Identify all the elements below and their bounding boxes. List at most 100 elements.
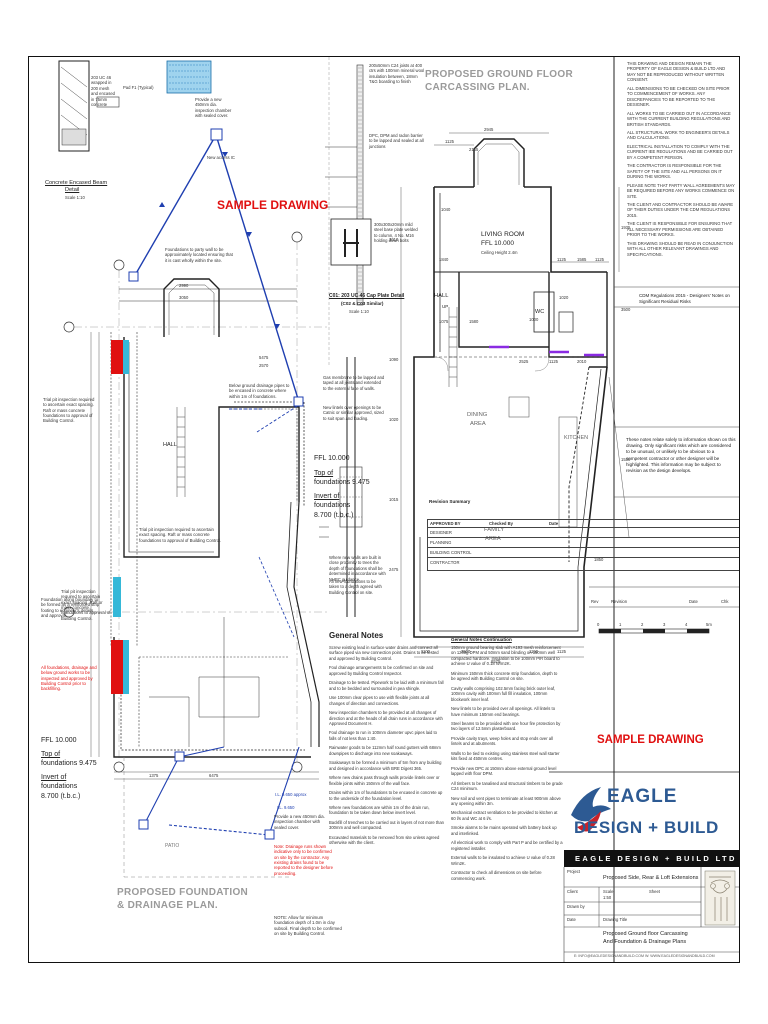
fp-dim-1040: 1040 [441,207,451,212]
invert-label-2b: foundations [41,783,78,790]
note-item: Use 100mm clear pipes to use with flexib… [329,695,430,706]
fp-dim-1150: 1150 [529,649,539,654]
wc-label: WC [535,309,545,315]
rev-header-approved: APPROVED BY [430,521,461,526]
tof-label-1: Top of [314,470,334,477]
note-manhole: Provide a new 450mm dia. inspection cham… [274,814,325,830]
sheet-label: Sheet [649,889,660,894]
note-item: Foul drainage to run in 100mm diameter u… [329,730,438,741]
rev-footer-date: Date [689,599,698,604]
title-footer: E: INFO@EAGLEDESIGNANDBUILD.COM W: WWW.E… [574,954,715,958]
joist-note: 200x50mm C24 joists at 400 ctrs with 100… [369,63,425,85]
dim-1375: 1375 [149,773,159,778]
beam-detail-caption: Concrete Encased Beam [45,180,108,186]
drawing-sheet: 203 UC 46 wrapped in 200 mesh and encase… [28,56,740,963]
dining-label-b: AREA [470,421,486,427]
note-item: Soakaways to be formed a minimum of 5m f… [329,760,442,771]
rev-row-contractor: CONTRACTOR [430,560,460,565]
fp-dim-1015: 1015 [389,497,399,502]
fp-dim-1125: 1125 [445,139,455,144]
note-foundations: Trial pit inspection required to ascerta… [43,397,95,424]
access-note: Provide a new 450mm dia. inspection cham… [195,97,232,119]
drawn-label: Drawn by [567,904,585,909]
pad-label: Pad F1 (Typical) [123,85,154,90]
note-item: External walls to be insulated to achiev… [451,855,555,866]
fp-dim-3010: 3010 [389,237,399,242]
fp-dim-1935: 1935 [621,225,631,230]
fp-dim-2475: 2475 [389,567,399,572]
note-item: Smoke alarms to be mains operated with b… [451,825,557,836]
scale-value: 1:50 [603,895,612,900]
fp-dim-1100: 1100 [421,649,431,654]
legal-note: ALL WORKS TO BE CARRIED OUT IN ACCORDANC… [627,110,731,127]
scale-tick-3: 3 [663,622,666,627]
note-item: Where new drains pass through walls prov… [329,775,440,786]
note-pads-long: Trial pit inspection required to ascerta… [139,527,222,543]
note-item: New soil and vent pipes to terminate at … [451,795,561,806]
grid-marker-2 [291,231,303,243]
drawing-linework [58,57,739,962]
note-item: Where new foundations are within 1m of t… [329,804,430,816]
il-label-2: I.L. 9.650 [277,805,295,810]
drainage-runs [133,134,300,836]
scale-tick-4: 4 [685,622,688,627]
legal-note: THE CLIENT IS RESPONSIBLE FOR ENSURING T… [627,221,733,238]
fp-dim-2945: 2945 [484,127,494,132]
beam-detail-scale: Scale 1:10 [65,195,85,200]
red-note-left: All foundations, drainage and below grou… [41,665,97,692]
revision-table [427,519,739,571]
note-pads-alt: Trial pit inspection required to ascerta… [61,589,111,621]
note-footing: Foundation along boundary to be formed a… [41,597,100,619]
new-access-label: New access IC [207,155,235,160]
up-label: UP [442,304,449,309]
lintel-note: New lintels over openings to be Catnic o… [323,405,384,421]
tof-label-2b: foundations 9.475 [41,760,97,767]
note-item: Provide new DPC at 150mm above external … [451,765,557,777]
note-item: New lintels to be provided over all open… [451,706,556,717]
tof-label-2: Top of [41,751,61,758]
fp-dim-2525: 2525 [519,359,529,364]
note-item: Provide cavity trays, weep holes and sto… [451,735,553,747]
note-item: Contractor to check all dimensions on si… [451,870,542,881]
note-item: Mechanical extract ventilation to be pro… [451,810,558,821]
living-ffl-label: FFL 10.000 [481,240,515,247]
legal-note: THE CONTRACTOR IS RESPONSIBLE FOR THE SA… [627,163,723,180]
family-label-b: AREA [485,536,501,542]
note-item: Foul drainage arrangements to be confirm… [329,665,434,676]
grid-marker-1 [113,259,125,271]
company-bar [564,850,739,867]
logo-line1: EAGLE [607,786,678,807]
fp-dim-1850: 1850 [594,557,604,562]
il-label-1: I.L. 9.650 approx [275,792,307,797]
fp-dim-1585: 1585 [577,257,587,262]
hall-label: HALL [434,293,449,299]
rev-footer-rev: Rev [591,599,599,604]
dpc-note: DPC, DPM and radon barrier to be lapped … [369,133,424,149]
plate-caption: C01: 203 UC 46 Cap Plate Detail [329,293,405,299]
note-item: New inspection chambers to be provided a… [329,710,443,726]
risk-note: These notes relate solely to information… [626,437,736,473]
project-value: Proposed Side, Rear & Loft Extensions [603,875,699,881]
fp-dim-1020: 1020 [559,295,569,300]
legal-notes: THIS DRAWING AND DESIGN REMAIN THE PROPE… [627,61,735,260]
rev-row-building-control: BUILDING CONTROL [430,550,472,555]
fp-dim-1125d: 1125 [549,359,559,364]
note-item: 150mm ground bearing slab with A193 mesh… [451,645,561,667]
legal-note: THE CLIENT AND CONTRACTOR SHOULD BE AWAR… [627,201,734,218]
general-notes-col1: Screw existing lead in surface water dra… [329,645,444,850]
company-bar-text: EAGLE DESIGN + BUILD LTD [575,854,737,863]
dim-5475: 5475 [259,355,269,360]
ffl-label-1: FFL 10.000 [314,455,350,462]
legal-note: ALL DIMENSIONS TO BE CHECKED ON SITE PRI… [627,85,730,108]
fp-dim-1090: 1090 [389,357,399,362]
foundation-marker-bottom [111,640,123,694]
scale-label: Scale [603,889,614,894]
legal-note: PLEASE NOTE THAT PARTY WALL AGREEMENTS M… [627,182,735,199]
note-item: Screw existing lead in surface water dra… [329,645,439,661]
fp-dim-3500b: 3500 [461,649,471,654]
note-drainage: Below ground drainage pipes to be encase… [229,383,290,399]
legal-note: THIS DRAWING AND DESIGN REMAIN THE PROPE… [627,61,726,83]
family-label: FAMILY [484,527,505,533]
invert-label-1c: 8.700 (t.b.c.) [314,512,354,519]
fp-dim-1125b: 1125 [557,257,567,262]
